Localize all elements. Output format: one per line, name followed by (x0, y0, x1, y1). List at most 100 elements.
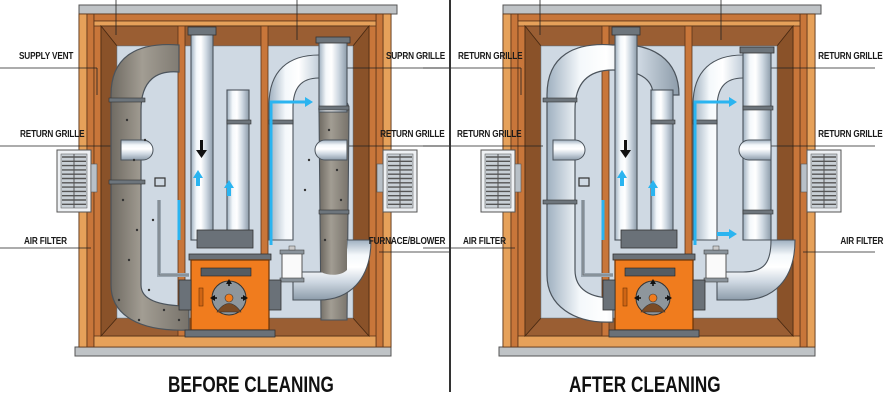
furnace-handle (622, 287, 628, 307)
top-plate (93, 13, 377, 22)
furnace-side-port (602, 279, 616, 311)
left-grille-icon (56, 149, 98, 213)
airflow-arrow-icon (651, 188, 655, 196)
duct-collar (187, 26, 217, 36)
right-grille-icon (376, 149, 418, 213)
filter-port (288, 245, 296, 251)
furnace-side-port (268, 279, 282, 311)
wood-stud (368, 13, 377, 348)
label-return-grille: RETURN GRILLE (380, 129, 446, 140)
left-grille-icon (480, 149, 522, 213)
duct-collar (315, 36, 351, 44)
fan-arrow (650, 279, 656, 284)
duct-band (108, 97, 146, 103)
label-air-filter: AIR FILTER (463, 236, 506, 247)
label-supply-grille: SUPRN GRILLE (385, 51, 445, 62)
duct-band (742, 105, 774, 111)
downflow-arrow-icon (200, 140, 203, 150)
duct-band (108, 179, 146, 185)
interior-stud (177, 25, 186, 337)
top-plate (517, 13, 801, 22)
floor-slab (498, 346, 816, 357)
furnace-base (608, 329, 700, 338)
filter-cap (703, 277, 729, 283)
fan-arrow (210, 295, 215, 301)
grille-collar (800, 163, 808, 193)
duct-band (318, 105, 350, 111)
label-supply-vent: SUPPLY VENT (19, 51, 74, 62)
dust-speck (151, 218, 155, 222)
label-air-filter: AIR FILTER (840, 236, 883, 247)
duct-band (268, 119, 294, 125)
airflow-arrow-icon (227, 188, 231, 196)
fan-icon (210, 279, 248, 316)
caption-before: BEFORE CLEANING (168, 372, 334, 397)
dust-speck (143, 138, 147, 142)
dust-speck (121, 198, 125, 202)
grille-collar (90, 163, 98, 193)
fan-icon (634, 279, 672, 316)
panel-before (0, 0, 451, 357)
fan-arrow (226, 279, 232, 284)
downflow-arrow-icon (196, 150, 207, 158)
top-plate (517, 20, 801, 27)
dust-speck (339, 198, 343, 202)
top-plate (93, 20, 377, 27)
leader-lines (423, 0, 875, 253)
panel-divider (449, 0, 451, 392)
furnace-plenum (196, 229, 254, 249)
right-grille-icon (800, 149, 842, 213)
furnace-return-elbow (716, 239, 796, 301)
dust-speck (162, 308, 166, 312)
fan-hub (224, 293, 234, 303)
furnace-top (188, 253, 272, 261)
top-slab (502, 4, 822, 15)
dust-speck (335, 168, 339, 172)
airflow-line (269, 100, 305, 245)
dust-speck (147, 288, 151, 292)
dirty-return-duct (110, 43, 190, 331)
filter-cap (703, 249, 729, 255)
airflow-arrow-icon (196, 178, 200, 186)
clean-return-duct (546, 43, 680, 323)
label-return-grille: RETURN GRILLE (20, 129, 85, 140)
duct-band (542, 97, 578, 103)
furnace-handle (198, 287, 204, 307)
fan-hub (648, 293, 658, 303)
duct-band (692, 119, 718, 125)
bottom-plate (93, 335, 377, 348)
dust-speck (307, 158, 311, 162)
dust-speck (303, 188, 307, 192)
cavity-top (524, 25, 794, 47)
airflow-line (693, 100, 729, 245)
condensate-line-outline (582, 200, 613, 276)
caption-after: AFTER CLEANING (569, 372, 721, 397)
airflow-arrow-icon (305, 97, 313, 107)
air-filter-icon (279, 245, 305, 283)
duct-band (226, 119, 252, 125)
dust-speck (137, 318, 141, 322)
fan-arrow (243, 295, 248, 301)
duct-band (542, 199, 578, 205)
filter-cap (279, 277, 305, 283)
label-furnace-blower: FURNACE/BLOWER (368, 236, 445, 247)
dust-speck (125, 118, 129, 122)
airflow-arrow-icon (717, 232, 729, 236)
filter-cap (279, 249, 305, 255)
panel-after (423, 0, 875, 357)
supply-branch (226, 89, 250, 241)
airflow-arrows (177, 97, 313, 245)
airflow-arrow-icon (648, 180, 658, 188)
furnace-vent-slot (624, 267, 676, 277)
dust-speck (117, 298, 121, 302)
furnace-plenum (620, 229, 678, 249)
dust-speck (327, 128, 331, 132)
airflow-arrows (601, 97, 737, 245)
airflow-arrow-icon (193, 170, 203, 178)
furnace-blower-icon (602, 229, 706, 338)
dust-speck (323, 238, 327, 242)
fan-motor (640, 303, 666, 313)
airflow-arrow-icon (620, 178, 624, 186)
